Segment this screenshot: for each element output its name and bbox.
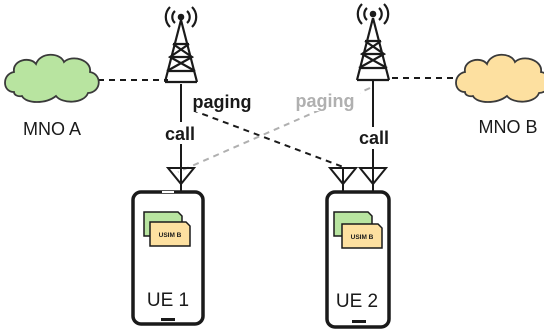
mno-b-cloud-icon [455,53,544,103]
paging-dark-label: paging [193,92,252,112]
ue1-sim-front-icon [149,221,191,247]
paging-dark-line [191,109,347,169]
call-right-label: call [359,128,389,148]
ue1-sim-label: USIM B [159,232,182,239]
tower-right-icon [355,3,391,82]
mno-a-cloud-icon [4,53,100,103]
mno-b-label: MNO B [478,117,537,137]
ue2-sim-stack: USIM B [333,211,383,249]
ue2-sim-front-icon [341,223,383,249]
ue2-sim-label: USIM B [351,234,374,241]
ue2-label: UE 2 [336,291,378,312]
ue1-sim-stack: USIM B [143,211,191,247]
ue1-label: UE 1 [147,290,189,311]
mno-a-label: MNO A [23,119,81,139]
tower-left-icon [163,6,199,84]
paging-light-label: paging [296,91,355,111]
call-left-label: call [165,124,195,144]
